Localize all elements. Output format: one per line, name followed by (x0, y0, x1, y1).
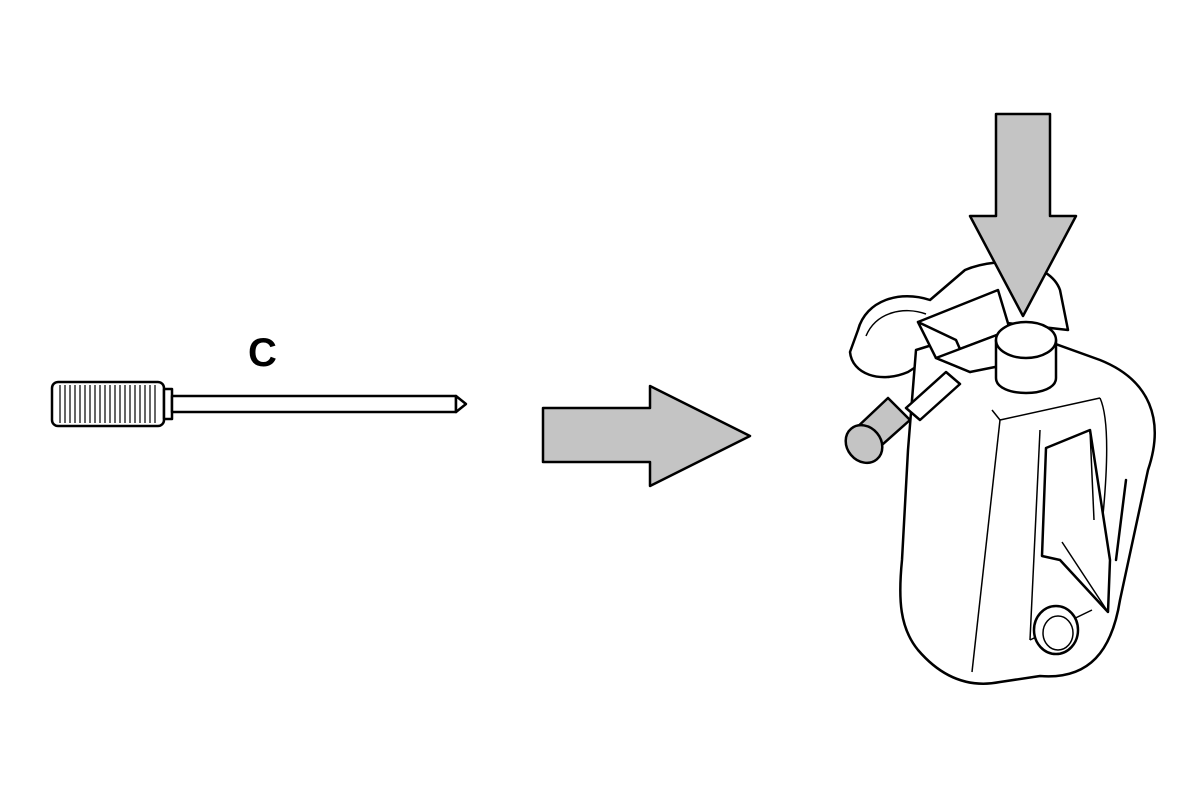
tool-shaft (170, 394, 468, 414)
locking-pin (844, 370, 962, 465)
tool-label: C (248, 331, 277, 375)
knurling (59, 385, 156, 423)
right-arrow-icon (541, 384, 752, 488)
tool-handle (50, 380, 174, 428)
plunger-cap (994, 320, 1058, 395)
pin-boss (916, 288, 1012, 374)
mounting-hole (1032, 604, 1080, 656)
tensioner-assembly (844, 261, 1156, 685)
tool-c: C (50, 331, 468, 428)
down-arrow-icon (968, 112, 1078, 318)
